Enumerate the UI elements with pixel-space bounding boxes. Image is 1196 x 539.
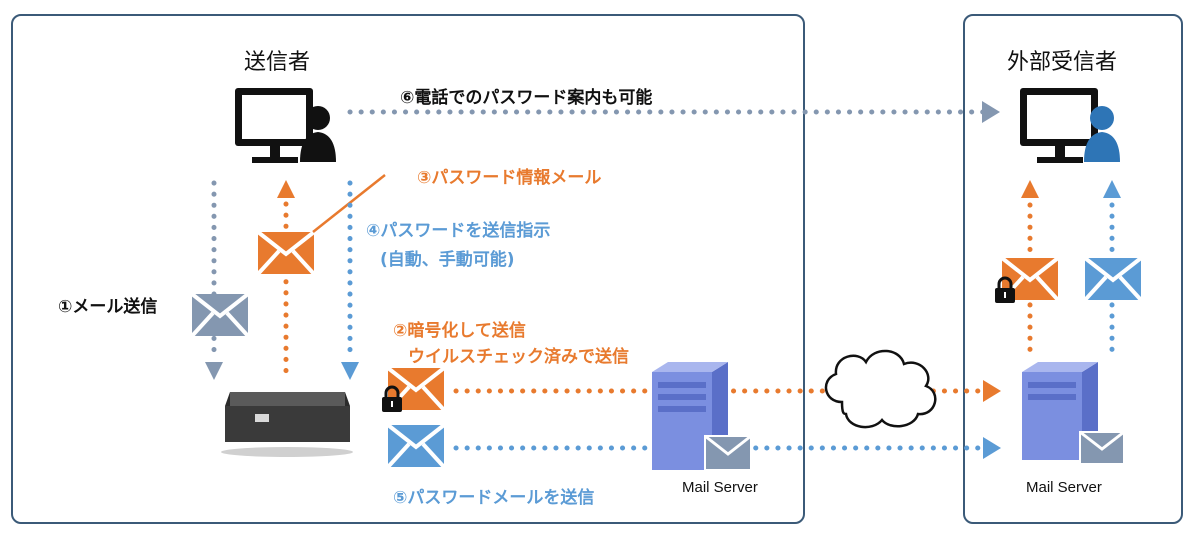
password-info-envelope-icon — [256, 230, 316, 276]
external-mail-server-label: Mail Server — [1026, 479, 1102, 496]
password-info-mail-label: ③パスワード情報メール — [417, 168, 602, 188]
password-mail-envelope-icon — [386, 423, 446, 469]
password-mail-send-label: ⑤パスワードメールを送信 — [393, 488, 595, 508]
password-send-mode-label: (自動、手動可能) — [380, 250, 515, 270]
receiver-password-envelope-icon — [1083, 256, 1143, 302]
internet-cloud-icon — [824, 349, 937, 429]
external-mail-server-icon — [1022, 362, 1125, 465]
virus-checked-send-label: ウイルスチェック済みで送信 — [408, 347, 629, 367]
sender-computer-icon — [235, 88, 336, 163]
phone-guide-label: ⑥電話でのパスワード案内も可能 — [400, 88, 653, 108]
send-envelope-icon — [190, 292, 250, 338]
receiver-title: 外部受信者 — [1007, 50, 1118, 75]
appliance-box-icon — [221, 392, 353, 457]
internal-mail-server-label: Mail Server — [682, 479, 758, 496]
password-send-instruction-label: ④パスワードを送信指示 — [366, 221, 551, 241]
receiver-computer-icon — [1020, 88, 1120, 163]
mail-send-label: ①メール送信 — [58, 297, 158, 317]
sender-title: 送信者 — [244, 50, 311, 75]
internal-mail-server-icon — [652, 362, 752, 471]
encrypted-send-label: ②暗号化して送信 — [393, 321, 526, 341]
